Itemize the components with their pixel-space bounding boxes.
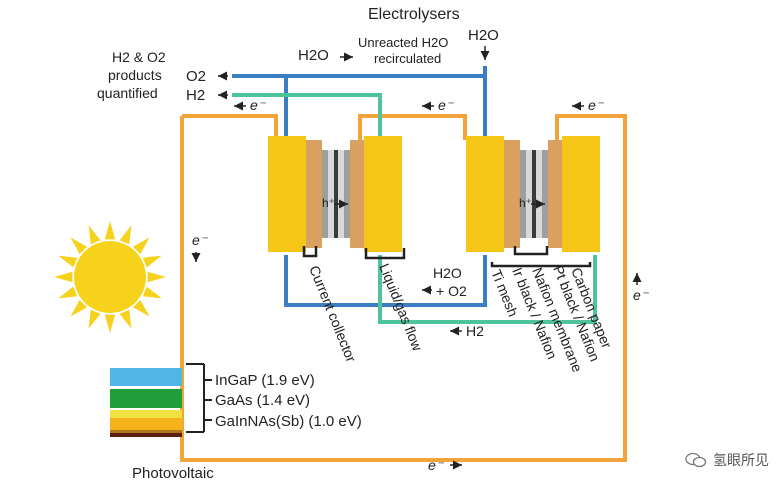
sun-ray (147, 271, 166, 283)
unreacted-label-line2: recirculated (374, 51, 441, 66)
h2o-o2-return-line1: H2O (433, 265, 462, 281)
sun-ray (70, 237, 88, 255)
wechat-icon (685, 452, 707, 468)
sun-ray (88, 225, 101, 245)
electron-label-left: e⁻ (192, 232, 209, 248)
watermark: 氢眼所见 (685, 450, 769, 470)
sun-ray (119, 225, 132, 245)
electron-label-2: e⁻ (438, 97, 455, 113)
component-label-current-collector: Current collector (306, 263, 359, 365)
photovoltaic-label: Photovoltaic (132, 465, 214, 482)
title: Electrolysers (368, 6, 460, 23)
sun-ray (132, 299, 150, 317)
sun-ray (88, 309, 101, 329)
sun-ray (70, 299, 88, 317)
electron-label-1: e⁻ (250, 97, 267, 113)
photovoltaic-stack (110, 368, 182, 437)
watermark-text: 氢眼所见 (713, 453, 769, 469)
pv-layer-ingap: InGaP (1.9 eV) (215, 372, 315, 389)
electron-label-bottom: e⁻ (428, 457, 445, 473)
sun-ray (132, 237, 150, 255)
pv-layer-gainnas: GaInNAs(Sb) (1.0 eV) (215, 413, 362, 430)
electrolyser-cell-1 (268, 136, 402, 252)
h2-outlet-label: H2 (186, 87, 205, 104)
sun-ray (119, 309, 132, 329)
sun-ray (54, 271, 73, 283)
o2-outlet-label: O2 (186, 68, 206, 85)
water-o2-line (232, 66, 487, 307)
sun-ray (142, 286, 162, 299)
hole-label-2: h⁺ (519, 196, 532, 210)
unreacted-label-line1: Unreacted H2O (358, 35, 448, 50)
h2o-inlet-label: H2O (298, 47, 329, 64)
products-label-line2: products (108, 67, 162, 83)
pv-layer-gaas: GaAs (1.4 eV) (215, 392, 310, 409)
h2-return-label: H2 (466, 323, 484, 339)
electron-label-right: e⁻ (633, 287, 650, 303)
component-label-liquid-gas-flow: Liquid/gas flow (376, 261, 426, 354)
hole-label-1: h⁺ (322, 196, 335, 210)
sun-icon (54, 221, 166, 333)
electron-label-3: e⁻ (588, 97, 605, 113)
products-label-line3: quantified (97, 85, 158, 101)
sun-ray (104, 314, 116, 333)
sun-ray (58, 286, 78, 299)
h2o-o2-return-line2: + O2 (436, 283, 467, 299)
hydrogen-line (232, 93, 597, 324)
h2o-top-right-label: H2O (468, 27, 499, 44)
sun-ray (104, 221, 116, 240)
sun-ray (142, 255, 162, 268)
pv-layer-bracket (186, 363, 212, 433)
sun-ray (58, 255, 78, 268)
electrolyser-cell-2 (466, 136, 600, 252)
component-brackets (302, 246, 592, 268)
products-label-line1: H2 & O2 (112, 49, 166, 65)
